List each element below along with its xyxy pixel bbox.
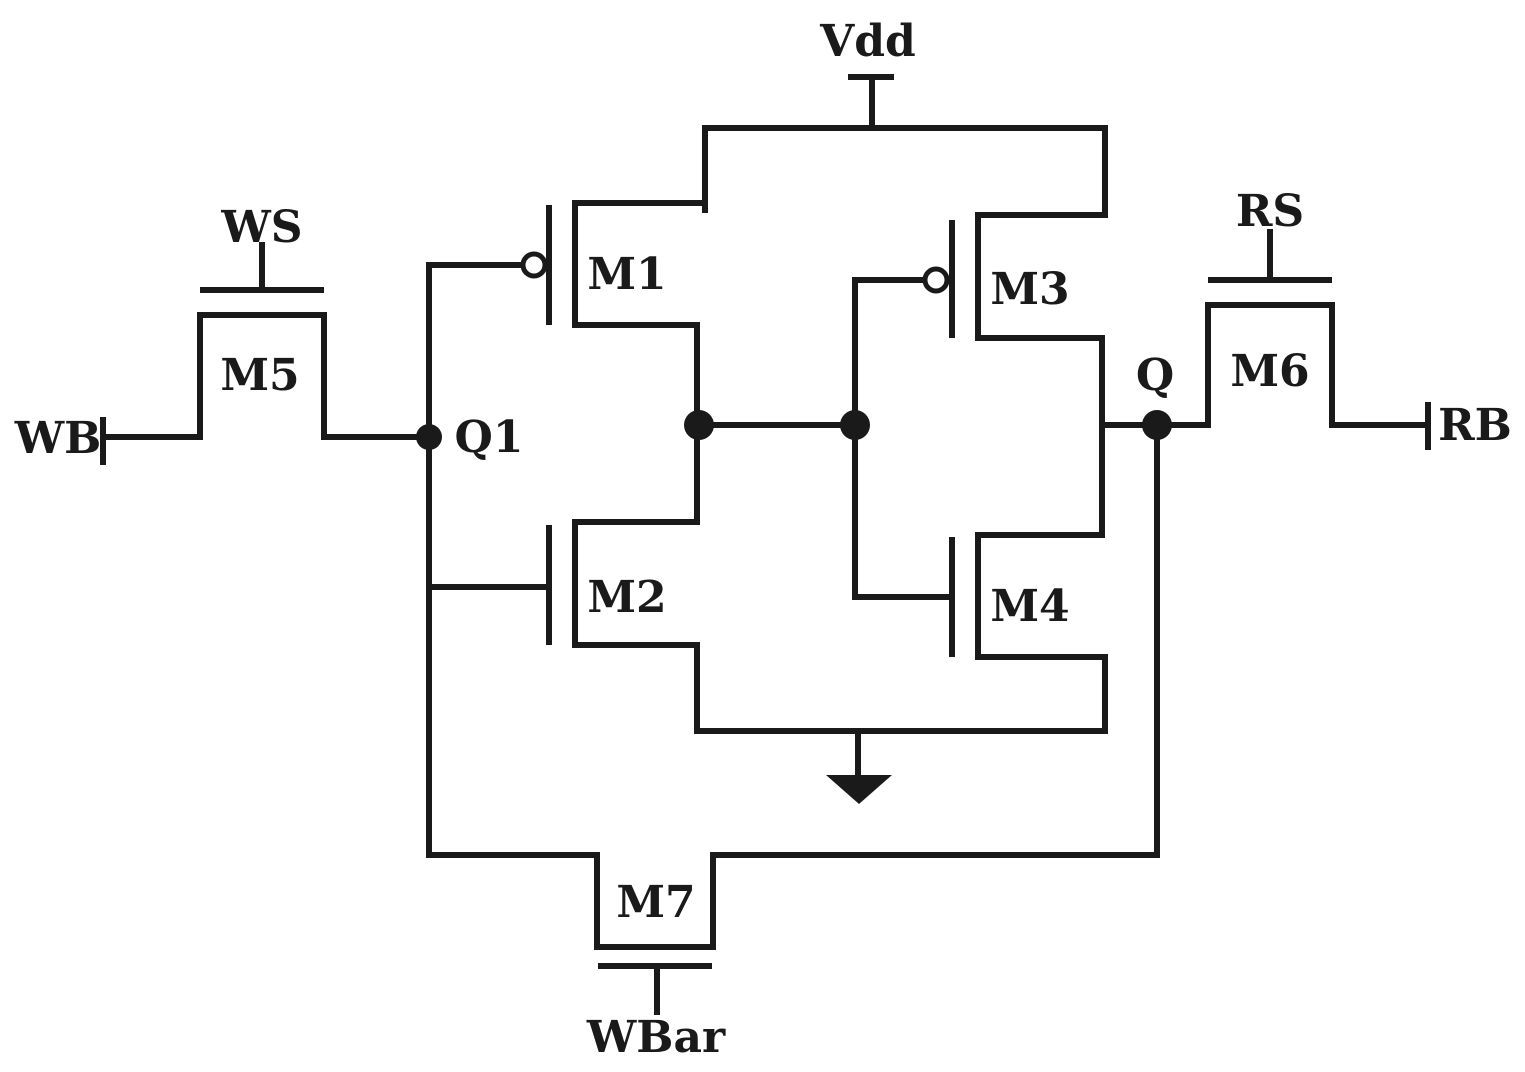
- vdd-supply: [702, 74, 1108, 218]
- ground-symbol: [826, 728, 892, 804]
- label-m3: M3: [990, 264, 1069, 315]
- label-q1: Q1: [455, 412, 524, 463]
- label-m1: M1: [587, 249, 666, 300]
- transistor-m7: [426, 422, 1160, 1015]
- label-ws: WS: [220, 202, 302, 253]
- label-m2: M2: [587, 572, 666, 623]
- transistor-m2: [426, 422, 700, 734]
- label-wbar: WBar: [586, 1012, 726, 1063]
- label-m4: M4: [990, 581, 1069, 632]
- label-m5: M5: [220, 350, 299, 401]
- transistor-m4: [852, 422, 1108, 734]
- transistor-m3: [852, 212, 1108, 538]
- node-q-dot: [1142, 410, 1172, 440]
- label-q: Q: [1136, 350, 1174, 401]
- label-m6: M6: [1230, 346, 1309, 397]
- label-rb: RB: [1438, 400, 1512, 451]
- label-m7: M7: [616, 877, 695, 928]
- transistor-m5: [102, 242, 432, 440]
- node-right-gate-dot: [840, 410, 870, 440]
- transistor-m6: [1154, 229, 1431, 428]
- label-vdd: Vdd: [819, 16, 916, 67]
- node-left-output-dot: [684, 410, 714, 440]
- inverter-interconnect: [694, 422, 1160, 734]
- label-wb: WB: [14, 413, 102, 464]
- label-rs: RS: [1236, 186, 1304, 237]
- transistor-m1: [426, 200, 708, 440]
- node-q1-dot: [416, 424, 442, 450]
